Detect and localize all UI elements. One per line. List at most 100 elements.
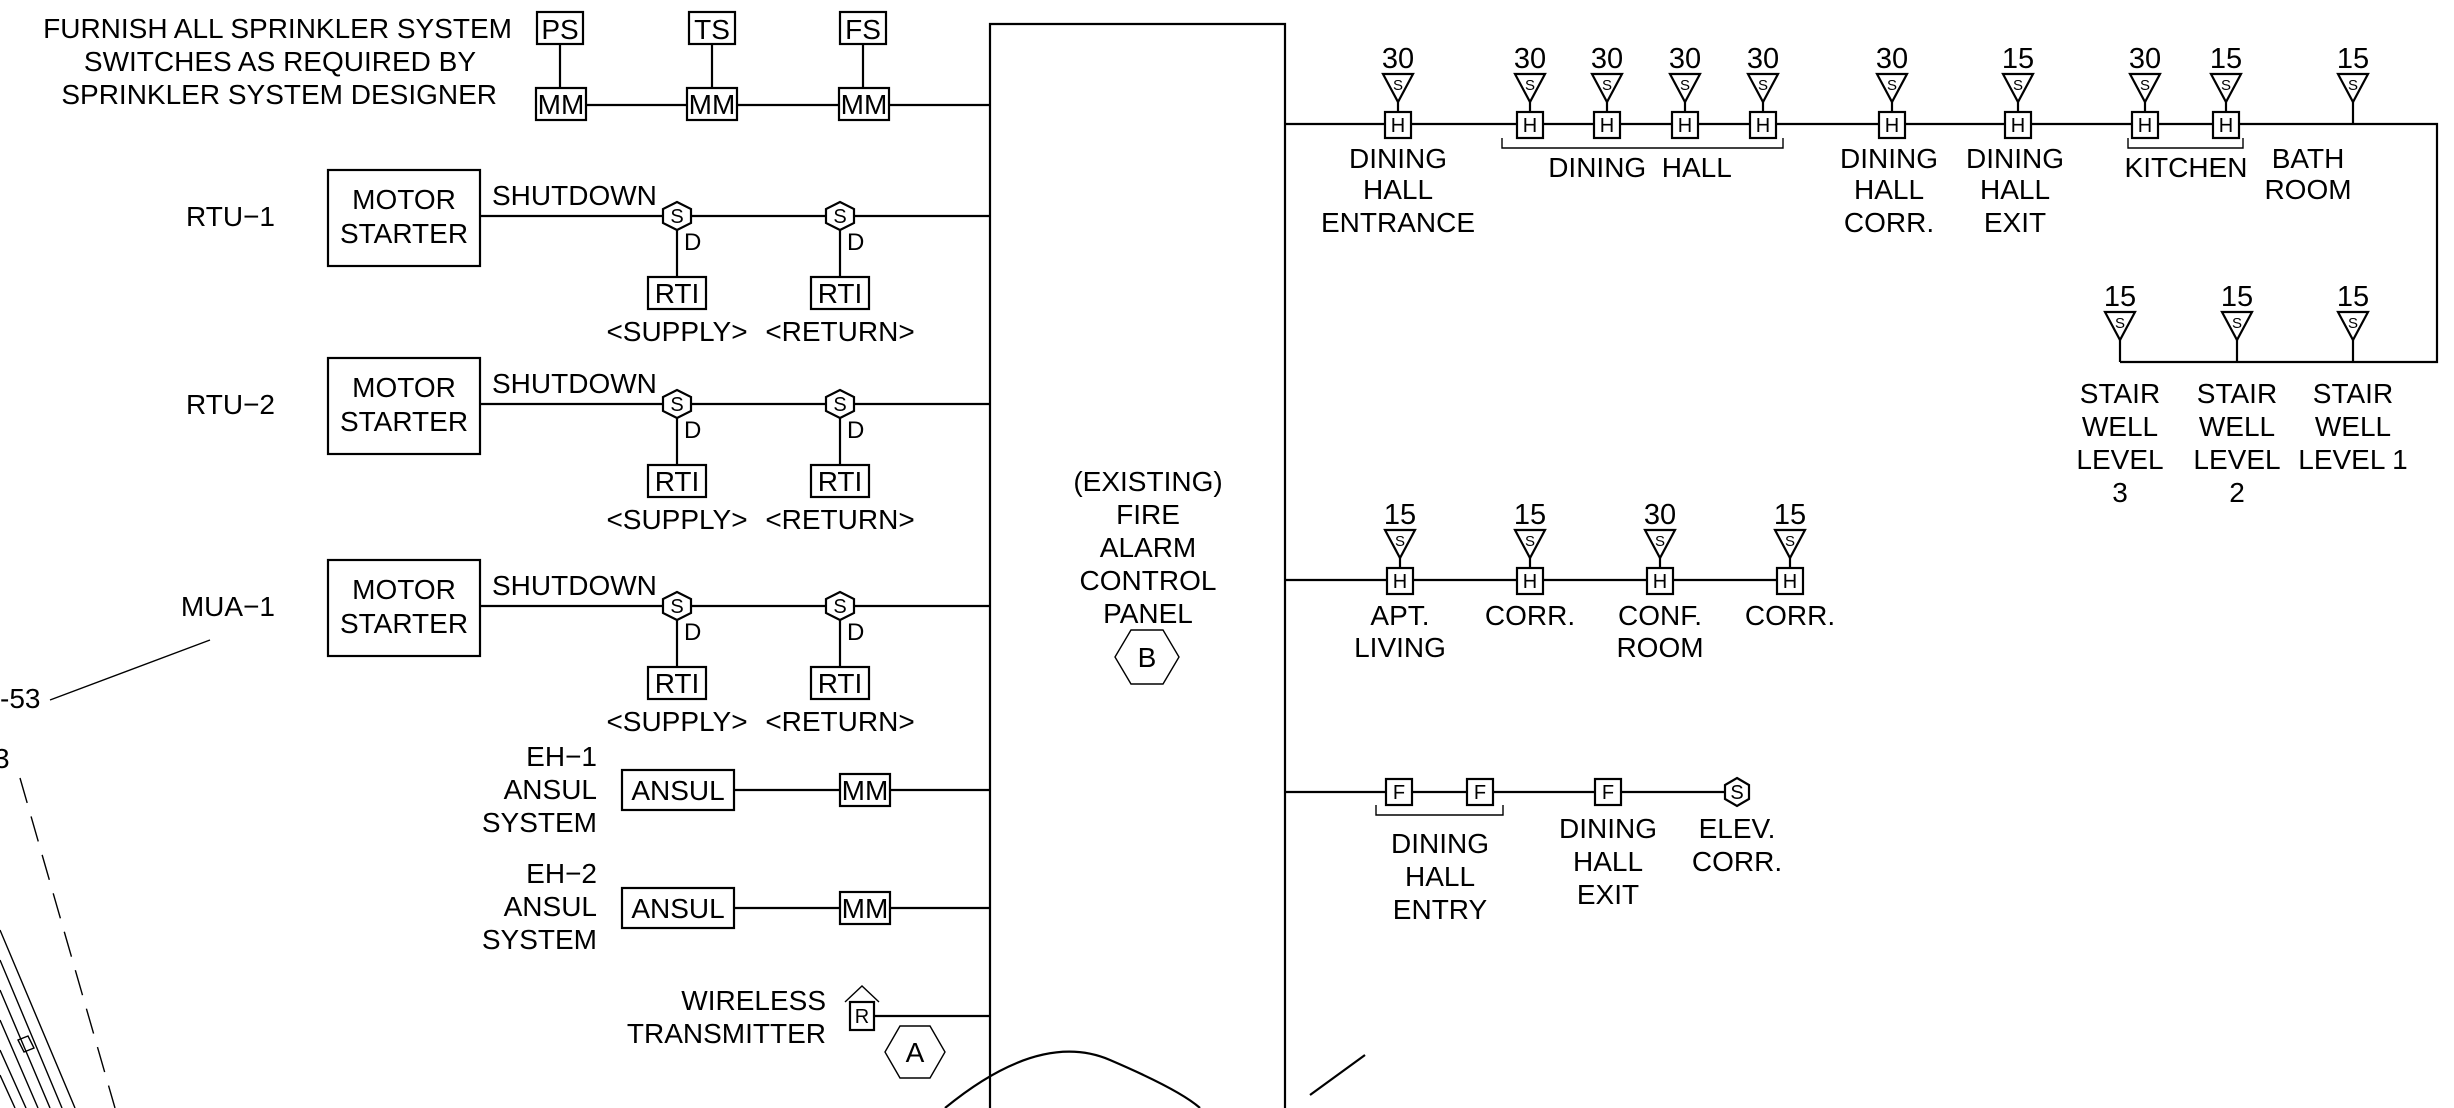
heat-symbol: H [1391,115,1405,137]
room-label: CORR. [1745,600,1835,631]
speaker-symbol: S [2140,77,2150,94]
speaker-icon [2336,310,2370,343]
unit-name: MUA−1 [181,591,275,622]
room-label: CONF. [1618,600,1702,631]
heat-symbol: H [1783,571,1797,593]
starter-label: MOTOR [352,184,456,215]
temperature-rating: 30 [1591,43,1623,75]
rti-label: RTI [655,278,700,309]
wireless-transmitter: WIRELESS TRANSMITTER R A [627,985,990,1079]
starter-label: STARTER [340,406,468,437]
stairwell-label: LEVEL 1 [2298,444,2407,475]
ansul-name: ANSUL [504,774,597,805]
duct-detector-sub: D [847,417,864,444]
note-line: SPRINKLER SYSTEM DESIGNER [61,79,497,110]
return-label: <RETURN> [765,504,914,535]
sprinkler-switch-circuit: PS MM TS MM FS MM [534,10,990,122]
speaker-icon [2336,72,2370,105]
shutdown-label: SHUTDOWN [492,368,657,399]
flow-symbol: F [1393,782,1405,804]
shutdown-label: SHUTDOWN [492,180,657,211]
panel-tag: B [1138,642,1157,673]
speaker-icon [1668,72,1702,105]
room-label: HALL [1363,174,1433,205]
speaker-symbol: S [1655,533,1665,550]
fire-alarm-control-panel: (EXISTING) FIRE ALARM CONTROL PANEL B [944,22,1366,1108]
switch-fs: FS MM [837,10,891,122]
shutdown-label: SHUTDOWN [492,570,657,601]
hvac-unit-rtu-2: RTU−2 MOTOR STARTER SHUTDOWN S D RTI <SU… [186,356,990,535]
speaker-symbol: S [1393,77,1403,94]
room-label: EXIT [1577,879,1639,910]
speaker-symbol: S [1525,533,1535,550]
heat-detector: 15S [2220,281,2254,362]
switch-tag: PS [541,14,578,45]
room-label: ENTRY [1393,894,1488,925]
monitor-module-tag: MM [842,893,889,924]
flow-switch: F [1593,777,1623,807]
room-label: HALL [1405,861,1475,892]
heat-symbol: H [1756,115,1770,137]
switch-tag: TS [694,14,730,45]
wireless-label: TRANSMITTER [627,1018,826,1049]
flow-switch: F [1384,777,1414,807]
speaker-icon [2001,72,2035,105]
flow-switch: F [1465,777,1495,807]
speaker-symbol: S [2013,77,2023,94]
room-label: ELEV. [1699,813,1776,844]
speaker-symbol: S [2221,77,2231,94]
duct-detector-sub: D [684,619,701,646]
adjacent-sheet-fragment: -53 3 [0,639,211,1108]
stairwell-label: WELL [2315,411,2391,442]
sprinkler-note: FURNISH ALL SPRINKLER SYSTEM SWITCHES AS… [43,13,512,110]
heat-symbol: H [1678,115,1692,137]
supply-label: <SUPPLY> [606,504,747,535]
room-label: BATH [2272,143,2345,174]
flow-symbol: F [1602,782,1614,804]
room-label: CORR. [1844,207,1934,238]
detector-loop-2: 15SHAPT.LIVING15SHCORR.30SHCONF.ROOM15SH… [1285,499,1835,663]
monitor-module-tag: MM [842,775,889,806]
room-label: CORR. [1692,846,1782,877]
speaker-icon [1513,528,1547,561]
heat-symbol: H [2138,115,2152,137]
speaker-symbol: S [1887,77,1897,94]
speaker-symbol: S [1395,533,1405,550]
speaker-symbol: S [2348,315,2358,332]
smoke-detector-symbol: S [670,394,683,416]
rti-label: RTI [655,668,700,699]
switch-ts: TS MM [685,10,739,122]
room-label: DINING [1559,813,1657,844]
temperature-rating: 15 [1774,499,1806,531]
room-label: DINING [1349,143,1447,174]
rti-label: RTI [818,278,863,309]
speaker-icon [2103,310,2137,343]
heat-symbol: H [1600,115,1614,137]
temperature-rating: 30 [1669,43,1701,75]
return-label: <RETURN> [765,706,914,737]
speaker-symbol: S [1602,77,1612,94]
room-label: DINING HALL [1548,152,1732,183]
group-bracket [1375,805,1504,816]
room-label: HALL [1854,174,1924,205]
unit-name: RTU−1 [186,201,275,232]
speaker-icon [1875,72,1909,105]
room-label: LIVING [1354,632,1446,663]
temperature-rating: 30 [1747,43,1779,75]
speaker-icon [1773,528,1807,561]
temperature-rating: 15 [1384,499,1416,531]
smoke-detector-symbol: S [1730,782,1743,804]
stairwell-label: STAIR [2080,378,2160,409]
speaker-icon [1513,72,1547,105]
hvac-unit-rtu-1: RTU−1 MOTOR STARTER SHUTDOWN S D RTI <SU… [186,168,990,347]
group-bracket [2127,138,2244,149]
duct-detector-return: S D RTI <RETURN> [765,590,915,737]
temperature-rating: 30 [2129,43,2161,75]
panel-label: (EXISTING) [1073,466,1222,497]
transmitter-antenna-icon [844,985,880,1003]
